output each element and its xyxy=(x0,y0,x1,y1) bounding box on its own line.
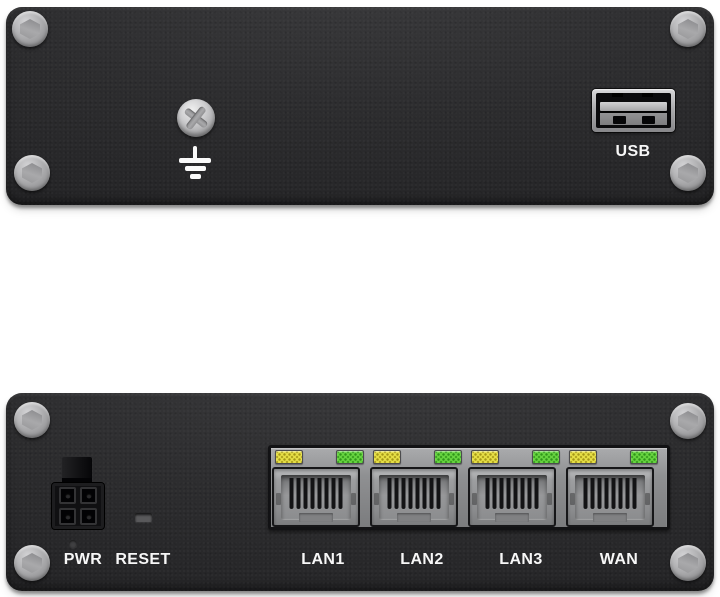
power-pin-socket xyxy=(80,508,97,525)
link-led-green-icon xyxy=(630,450,658,464)
rj45-clip-slot xyxy=(397,513,431,522)
top-panel: USB xyxy=(6,7,714,205)
corner-screw-icon xyxy=(670,11,706,47)
usb-shell xyxy=(600,113,667,125)
rj45-pins xyxy=(485,478,539,509)
rj45-jack xyxy=(272,467,360,527)
rj45-jack xyxy=(468,467,556,527)
power-pin-socket xyxy=(80,487,97,504)
corner-screw-icon xyxy=(14,545,50,581)
power-connector xyxy=(52,483,104,529)
power-connector-latch xyxy=(62,457,92,485)
activity-led-yellow-icon xyxy=(569,450,597,464)
rj45-pins xyxy=(387,478,441,509)
corner-screw-icon xyxy=(12,11,48,47)
usb-spring-cutout xyxy=(642,116,655,124)
rj45-clip-slot xyxy=(495,513,529,522)
ground-symbol-bar xyxy=(189,174,201,179)
reset-button-slot xyxy=(135,513,152,522)
ethernet-port-wan xyxy=(566,449,660,527)
rj45-pins xyxy=(583,478,637,509)
rj45-clip-slot xyxy=(299,513,333,522)
activity-led-yellow-icon xyxy=(275,450,303,464)
grounding-screw-icon xyxy=(177,99,215,137)
usb-label: USB xyxy=(615,143,651,160)
rj45-side-notch xyxy=(472,493,477,505)
port-label-lan1: LAN1 xyxy=(301,551,345,568)
link-led-green-icon xyxy=(532,450,560,464)
rj45-jack xyxy=(566,467,654,527)
corner-screw-icon xyxy=(14,155,50,191)
reset-label: RESET xyxy=(115,551,171,568)
usb-contact xyxy=(612,93,623,97)
rj45-side-notch xyxy=(449,493,454,505)
rj45-side-notch xyxy=(547,493,552,505)
ethernet-port-lan1 xyxy=(272,449,366,527)
corner-screw-icon xyxy=(670,545,706,581)
rj45-side-notch xyxy=(276,493,281,505)
ground-symbol-bar xyxy=(184,166,206,171)
ground-symbol-stem xyxy=(193,146,197,161)
usb-cavity xyxy=(596,93,671,128)
rj45-jack xyxy=(370,467,458,527)
usb-tongue xyxy=(600,102,667,111)
pwr-label: PWR xyxy=(63,551,103,568)
bottom-panel: PWR RESET xyxy=(6,393,714,591)
usb-spring-cutout xyxy=(613,116,626,124)
ethernet-port-lan2 xyxy=(370,449,464,527)
rj45-side-notch xyxy=(645,493,650,505)
link-led-green-icon xyxy=(336,450,364,464)
power-pin-socket xyxy=(59,508,76,525)
usb-contact xyxy=(642,93,653,97)
ethernet-port-lan3 xyxy=(468,449,562,527)
rj45-side-notch xyxy=(351,493,356,505)
usb-port xyxy=(592,89,675,132)
rj45-clip-slot xyxy=(593,513,627,522)
port-label-wan: WAN xyxy=(599,551,639,568)
panel-hole xyxy=(69,540,77,548)
link-led-green-icon xyxy=(434,450,462,464)
rj45-side-notch xyxy=(570,493,575,505)
activity-led-yellow-icon xyxy=(373,450,401,464)
ethernet-port-block xyxy=(268,445,670,530)
rj45-side-notch xyxy=(374,493,379,505)
ground-symbol-bar xyxy=(179,158,211,163)
corner-screw-icon xyxy=(670,155,706,191)
corner-screw-icon xyxy=(14,402,50,438)
activity-led-yellow-icon xyxy=(471,450,499,464)
power-pin-socket xyxy=(59,487,76,504)
port-label-lan2: LAN2 xyxy=(400,551,444,568)
port-label-lan3: LAN3 xyxy=(499,551,543,568)
corner-screw-icon xyxy=(670,403,706,439)
rj45-pins xyxy=(289,478,343,509)
